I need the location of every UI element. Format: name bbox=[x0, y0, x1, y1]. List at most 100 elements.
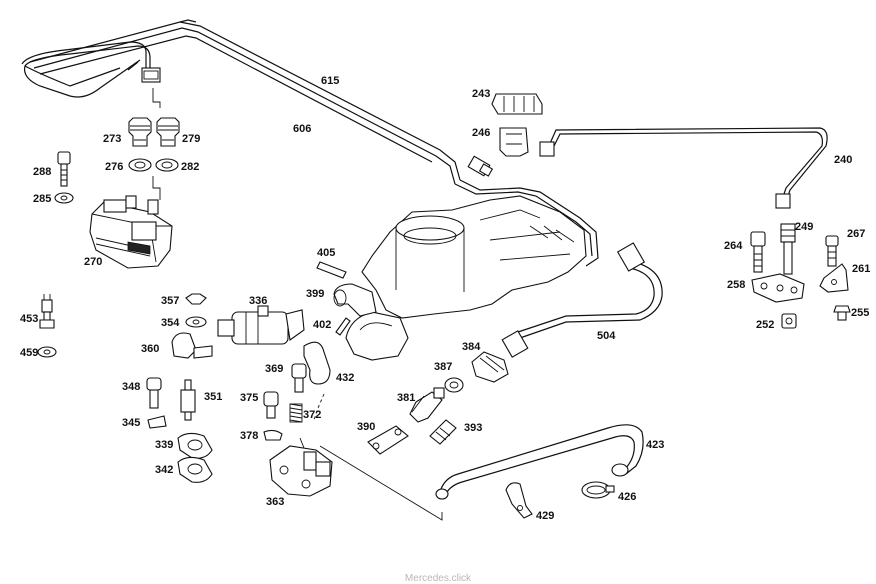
label-336: 336 bbox=[249, 295, 267, 307]
label-270: 270 bbox=[84, 256, 102, 268]
label-273: 273 bbox=[103, 133, 121, 145]
fuel-line-504[interactable] bbox=[501, 242, 663, 358]
label-453: 453 bbox=[20, 313, 38, 325]
bolt-369[interactable] bbox=[291, 363, 307, 393]
label-276: 276 bbox=[105, 161, 123, 173]
bolt-264[interactable] bbox=[750, 231, 766, 273]
label-369: 369 bbox=[265, 363, 283, 375]
sensor-453[interactable] bbox=[39, 294, 55, 329]
label-345: 345 bbox=[122, 417, 140, 429]
label-390: 390 bbox=[357, 421, 375, 433]
fuel-line-240[interactable] bbox=[539, 127, 828, 209]
clip-246[interactable] bbox=[499, 127, 529, 157]
label-288: 288 bbox=[33, 166, 51, 178]
label-375: 375 bbox=[240, 392, 258, 404]
bolt-348[interactable] bbox=[146, 377, 162, 409]
label-399: 399 bbox=[306, 288, 324, 300]
clip-378[interactable] bbox=[263, 429, 283, 441]
housing-363[interactable] bbox=[269, 445, 333, 497]
clip-345[interactable] bbox=[147, 415, 167, 429]
label-261: 261 bbox=[852, 263, 870, 275]
label-285: 285 bbox=[33, 193, 51, 205]
label-243: 243 bbox=[472, 88, 490, 100]
nut-252[interactable] bbox=[781, 313, 797, 329]
label-402: 402 bbox=[313, 319, 331, 331]
label-279: 279 bbox=[182, 133, 200, 145]
label-606: 606 bbox=[293, 123, 311, 135]
bracket-261[interactable] bbox=[819, 263, 849, 293]
label-372: 372 bbox=[303, 409, 321, 421]
elbow-399[interactable] bbox=[333, 283, 377, 317]
label-339: 339 bbox=[155, 439, 173, 451]
hose-423[interactable] bbox=[435, 424, 644, 500]
label-348: 348 bbox=[122, 381, 140, 393]
label-363: 363 bbox=[266, 496, 284, 508]
bracket-258[interactable] bbox=[751, 273, 805, 303]
label-267: 267 bbox=[847, 228, 865, 240]
watermark: Mercedes.click bbox=[404, 573, 472, 584]
label-378: 378 bbox=[240, 430, 258, 442]
washer-285[interactable] bbox=[54, 192, 74, 204]
label-405: 405 bbox=[317, 247, 335, 259]
label-432: 432 bbox=[336, 372, 354, 384]
label-240: 240 bbox=[834, 154, 852, 166]
pin-405[interactable] bbox=[316, 261, 347, 279]
label-615: 615 bbox=[321, 75, 339, 87]
label-357: 357 bbox=[161, 295, 179, 307]
label-255: 255 bbox=[851, 307, 869, 319]
washer-387[interactable] bbox=[444, 377, 464, 393]
intake-housing[interactable] bbox=[345, 195, 587, 361]
label-504: 504 bbox=[597, 330, 616, 342]
bolt-375[interactable] bbox=[263, 391, 279, 419]
label-360: 360 bbox=[141, 343, 159, 355]
clamp-429[interactable] bbox=[505, 482, 533, 519]
fitting-393[interactable] bbox=[429, 419, 457, 445]
label-249: 249 bbox=[795, 221, 813, 233]
label-381: 381 bbox=[397, 392, 415, 404]
valve-336[interactable] bbox=[217, 305, 305, 345]
washer-276[interactable] bbox=[128, 158, 152, 172]
gasket-342[interactable] bbox=[177, 456, 213, 483]
washer-282[interactable] bbox=[155, 158, 179, 172]
bolt-288[interactable] bbox=[57, 151, 71, 187]
regulator-270[interactable] bbox=[89, 195, 173, 269]
label-387: 387 bbox=[434, 361, 452, 373]
nut-357[interactable] bbox=[185, 293, 207, 305]
label-459: 459 bbox=[20, 347, 38, 359]
label-252: 252 bbox=[756, 319, 774, 331]
clamp-360[interactable] bbox=[171, 332, 213, 359]
fitting-273[interactable] bbox=[127, 61, 161, 147]
label-351: 351 bbox=[204, 391, 222, 403]
label-426: 426 bbox=[618, 491, 636, 503]
clamp-426[interactable] bbox=[581, 481, 615, 499]
washer-459[interactable] bbox=[37, 346, 57, 358]
label-384: 384 bbox=[462, 341, 481, 353]
fitting-279[interactable] bbox=[156, 117, 180, 147]
hose-432[interactable] bbox=[303, 341, 331, 385]
reference-lines bbox=[299, 393, 443, 521]
stud-249[interactable] bbox=[780, 223, 796, 275]
part-labels: 615 606 273 279 276 282 288 285 270 243 … bbox=[20, 75, 870, 522]
pin-402[interactable] bbox=[335, 317, 351, 336]
label-264: 264 bbox=[724, 240, 743, 252]
label-258: 258 bbox=[727, 279, 745, 291]
bracket-390[interactable] bbox=[367, 425, 409, 455]
label-246: 246 bbox=[472, 127, 490, 139]
valve-351[interactable] bbox=[180, 379, 196, 421]
valve-381[interactable] bbox=[409, 387, 445, 423]
gasket-339[interactable] bbox=[177, 432, 213, 459]
label-354: 354 bbox=[161, 317, 180, 329]
washer-354[interactable] bbox=[185, 316, 207, 328]
spring-372[interactable] bbox=[289, 403, 303, 423]
label-393: 393 bbox=[464, 422, 482, 434]
screw-255[interactable] bbox=[833, 305, 851, 321]
clip-243[interactable] bbox=[491, 93, 543, 115]
fitting-384[interactable] bbox=[471, 351, 509, 383]
label-429: 429 bbox=[536, 510, 554, 522]
label-282: 282 bbox=[181, 161, 199, 173]
bolt-267[interactable] bbox=[825, 235, 839, 267]
label-423: 423 bbox=[646, 439, 664, 451]
fuel-line-615-606[interactable] bbox=[21, 19, 599, 267]
label-342: 342 bbox=[155, 464, 173, 476]
